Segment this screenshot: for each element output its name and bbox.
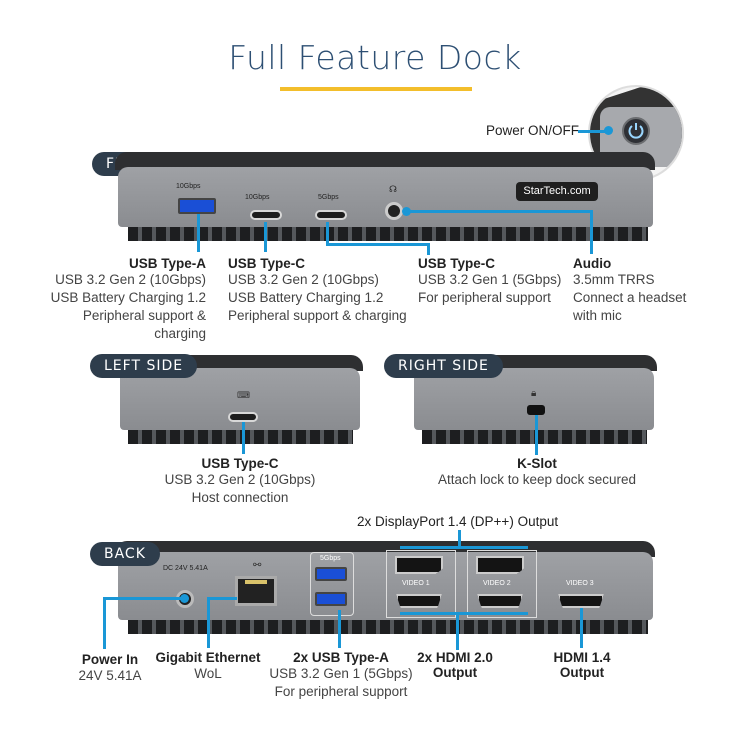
usba-back-group xyxy=(310,552,354,616)
dock-right-side xyxy=(414,368,654,430)
hdmi20-port-2[interactable] xyxy=(477,594,523,608)
video3-label: VIDEO 3 xyxy=(566,580,594,587)
hdmi14-port[interactable] xyxy=(558,594,604,608)
section-back: BACK xyxy=(90,542,160,566)
usbc1-speed-label: 10Gbps xyxy=(245,194,270,201)
page-title: Full Feature Dock xyxy=(228,38,522,77)
usbc2-speed-label: 5Gbps xyxy=(318,194,339,201)
front-usbc-port-1[interactable] xyxy=(250,210,282,220)
audio-jack[interactable] xyxy=(385,202,403,220)
back-hdmi20-callout: 2x HDMI 2.0 Output xyxy=(417,650,493,680)
back-usb-speed: 5Gbps xyxy=(320,555,341,562)
right-kslot-callout: K-Slot Attach lock to keep dock secured xyxy=(437,456,637,487)
network-icon: ⚯ xyxy=(253,560,262,571)
back-hdmi14-callout: HDMI 1.4 Output xyxy=(553,650,611,680)
video1-label: VIDEO 1 xyxy=(402,580,430,587)
left-usbc-callout: USB Type-C USB 3.2 Gen 2 (10Gbps) Host c… xyxy=(164,456,316,505)
dp-port-2[interactable] xyxy=(476,556,524,574)
dc-label: DC 24V 5.41A xyxy=(163,565,208,572)
front-usbc-port-2[interactable] xyxy=(315,210,347,220)
video2-frame xyxy=(467,550,537,618)
back-usba-callout: 2x USB Type-A USB 3.2 Gen 1 (5Gbps) For … xyxy=(269,650,413,699)
front-usbc2-callout: USB Type-C USB 3.2 Gen 1 (5Gbps) For per… xyxy=(418,256,562,305)
laptop-icon: ⌨ xyxy=(237,391,250,401)
back-usba-port-1[interactable] xyxy=(315,567,347,581)
usba-speed-label: 10Gbps xyxy=(176,183,201,190)
front-usba-callout: USB Type-A USB 3.2 Gen 2 (10Gbps) USB Ba… xyxy=(50,256,206,341)
power-button-label: Power ON/OFF xyxy=(486,123,580,138)
back-usba-port-2[interactable] xyxy=(315,592,347,606)
section-left: LEFT SIDE xyxy=(90,354,198,378)
power-icon[interactable] xyxy=(622,117,650,145)
back-power-callout: Power In 24V 5.41A xyxy=(78,652,142,683)
back-ethernet-callout: Gigabit Ethernet WoL xyxy=(155,650,261,681)
headset-icon: ☊ xyxy=(389,185,397,195)
left-usbc-port[interactable] xyxy=(228,412,258,422)
title-underline xyxy=(280,87,472,91)
video1-frame xyxy=(386,550,456,618)
dp-header: 2x DisplayPort 1.4 (DP++) Output xyxy=(357,514,559,529)
front-audio-callout: Audio 3.5mm TRRS Connect a headset with … xyxy=(573,256,687,323)
dp-port-1[interactable] xyxy=(395,556,443,574)
section-right: RIGHT SIDE xyxy=(384,354,503,378)
lock-icon: 🔒︎ xyxy=(531,388,537,399)
front-usba-port[interactable] xyxy=(178,198,216,214)
brand-logo: StarTech.com xyxy=(516,182,598,201)
video2-label: VIDEO 2 xyxy=(483,580,511,587)
front-usbc1-callout: USB Type-C USB 3.2 Gen 2 (10Gbps) USB Ba… xyxy=(228,256,407,323)
k-slot[interactable] xyxy=(527,405,545,415)
hdmi20-port-1[interactable] xyxy=(396,594,442,608)
